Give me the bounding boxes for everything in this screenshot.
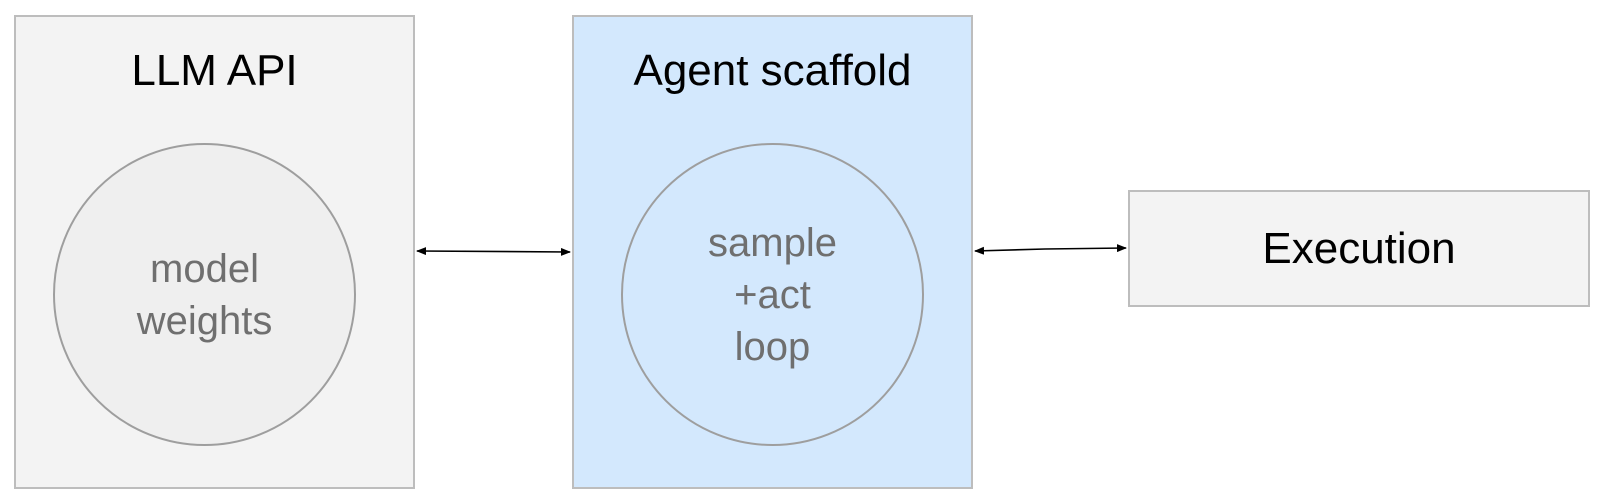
model-weights-line: model xyxy=(150,246,259,291)
sample-act-loop-line: +act xyxy=(734,272,811,317)
execution-box: Execution xyxy=(1128,190,1590,307)
agent-scaffold-box: Agent scaffold sample +act loop xyxy=(572,15,973,489)
llm-api-box: LLM API model weights xyxy=(14,15,415,489)
model-weights-line: weights xyxy=(136,298,273,343)
model-weights-circle: model weights xyxy=(53,143,356,446)
model-weights-label: model weights xyxy=(137,243,273,347)
sample-act-loop-label: sample +act loop xyxy=(708,217,837,373)
llm-api-title: LLM API xyxy=(131,46,298,95)
agent-scaffold-title: Agent scaffold xyxy=(633,46,912,95)
agent-execution-connector xyxy=(974,244,1127,255)
llm-agent-connector xyxy=(416,247,571,256)
sample-act-loop-line: sample xyxy=(708,220,837,265)
sample-act-loop-line: loop xyxy=(734,324,811,369)
sample-act-loop-circle: sample +act loop xyxy=(621,143,924,446)
execution-label: Execution xyxy=(1262,223,1456,273)
